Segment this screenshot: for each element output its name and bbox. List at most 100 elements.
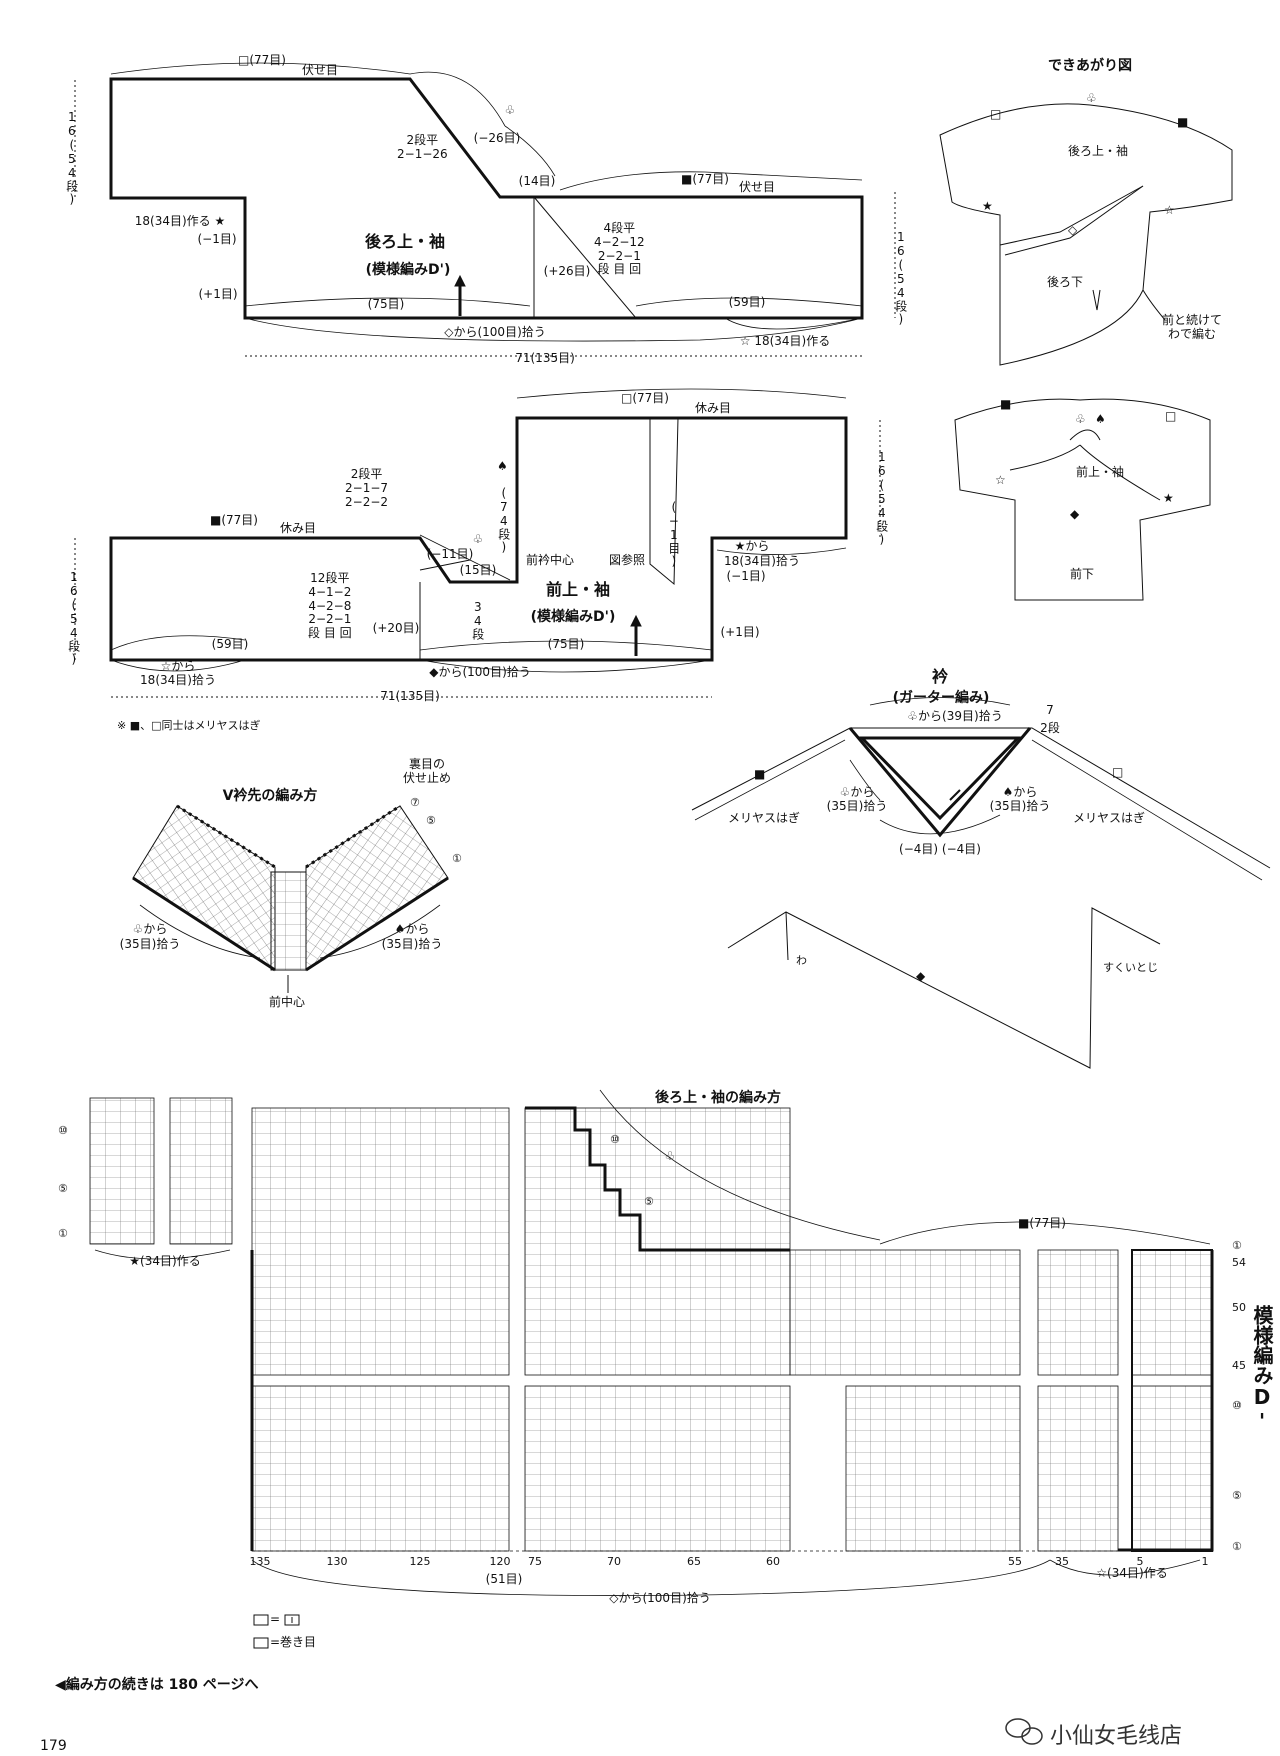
front-left-top-count: ■(77目) <box>210 513 258 527</box>
mark-filled-diamond-1: ◆ <box>1070 507 1080 521</box>
front-74-rows: (74段) <box>496 486 511 554</box>
mark-filled-square-1: ■ <box>1177 115 1189 129</box>
back-cast-off-count: □(77目) <box>238 53 286 67</box>
front-pattern: (模様編みD') <box>530 609 616 625</box>
chart-right-row-50: 50 <box>1232 1301 1246 1314</box>
back-right-top-label: 伏せ目 <box>738 180 776 194</box>
back-pattern: (模様編みD') <box>365 262 451 278</box>
mark-open-square-1: □ <box>990 107 1002 121</box>
front-75: (75目) <box>547 637 585 651</box>
back-cast-off-label: 伏せ目 <box>301 63 339 77</box>
chart-left-cast-on: ★(34目)作る <box>129 1254 201 1268</box>
front-right-dec1: (−1目) <box>726 569 766 583</box>
continue-note: ◀編み方の続きは 180 ページへ <box>55 1677 259 1693</box>
fold-sukui: すくいとじ <box>1103 961 1158 974</box>
front-see-diagram: 図参照 <box>609 553 646 567</box>
back-left-dec1: (−1目) <box>197 232 237 246</box>
v-neck-chart <box>132 804 449 993</box>
back-right-top-count: ■(77目) <box>681 172 729 186</box>
back-height-right: 16(54段) <box>893 230 908 326</box>
chart-step-row-5: ⑤ <box>644 1195 654 1208</box>
fold-wa: わ <box>796 954 807 967</box>
front-club-mark: ♧ <box>472 532 484 546</box>
front-open-star-from: ☆から <box>160 659 196 673</box>
col-125: 125 <box>409 1555 431 1568</box>
front-title: 前上・袖 <box>545 580 611 599</box>
front-15: (15目) <box>459 563 497 577</box>
collar-right-pickup: (35目)拾う <box>989 799 1051 813</box>
front-spade: ♠ <box>497 459 508 473</box>
finished-back-lower: 後ろ下 <box>1046 275 1084 289</box>
col-75: 75 <box>528 1555 542 1568</box>
chart-title: 後ろ上・袖の編み方 <box>655 1090 781 1106</box>
chart-left-row-10: ⑩ <box>58 1124 68 1137</box>
front-34-rows: 34段 <box>470 600 485 640</box>
legend-cast-on: =巻き目 <box>270 1635 317 1649</box>
col-130: 130 <box>326 1555 348 1568</box>
vneck-title: V衿先の編み方 <box>222 788 318 804</box>
collar-dec: (−4目) (−4目) <box>899 842 981 856</box>
vneck-row-5: ⑤ <box>426 814 436 827</box>
back-pickup: ◇から(100目)拾う <box>444 325 546 339</box>
front-59: (59目) <box>211 637 249 651</box>
front-filled-star-from: ★から <box>734 539 770 553</box>
knitting-chart <box>89 1089 1214 1596</box>
back-59: (59目) <box>728 295 766 309</box>
front-top-count: □(77目) <box>621 391 669 405</box>
collar-club-from: ♧から <box>839 785 875 799</box>
finished-back-upper: 後ろ上・袖 <box>1067 144 1129 158</box>
collar-club-pickup: ♧から(39目)拾う <box>907 709 1003 723</box>
mark-filled-star-1: ★ <box>982 199 993 213</box>
col-60: 60 <box>766 1555 780 1568</box>
watermark-text: 小仙女毛线店 <box>1050 1724 1183 1749</box>
chart-left-row-5: ⑤ <box>58 1182 68 1195</box>
front-dec-count: (−11目) <box>426 547 474 561</box>
vneck-right-pickup: (35目)拾う <box>381 937 443 951</box>
collar-rows: 2段 <box>1040 721 1060 735</box>
back-width: 71(135目) <box>515 351 575 365</box>
col-5: 5 <box>1136 1555 1144 1568</box>
chart-right-row-5: ⑤ <box>1232 1489 1242 1502</box>
col-135: 135 <box>249 1555 271 1568</box>
col-120: 120 <box>489 1555 511 1568</box>
chart-pickup: ◇から(100目)拾う <box>609 1591 711 1605</box>
fold-diagram <box>727 907 1161 1069</box>
collar-method: (ガーター編み) <box>892 690 990 706</box>
chart-right-cast-on: ☆(34目)作る <box>1096 1566 1168 1580</box>
back-title: 後ろ上・袖 <box>364 232 446 251</box>
mark-open-square-2: □ <box>1165 409 1177 423</box>
collar-title: 衿 <box>931 667 949 686</box>
mark-filled-diamond-2: ◆ <box>916 969 926 983</box>
chart-left-row-1: ① <box>58 1227 68 1240</box>
back-dec-rows: 2段平 2−1−26 <box>397 133 448 161</box>
front-right-pickup: 18(34目)拾う <box>724 554 800 568</box>
mark-open-star-2: ☆ <box>995 473 1006 487</box>
front-height-left: 16(54段) <box>66 570 81 666</box>
finished-diagram-front <box>954 398 1211 601</box>
collar-graft-left: メリヤスはぎ <box>728 811 801 825</box>
chart-51: (51目) <box>485 1572 523 1586</box>
mark-spade-1: ♠ <box>1095 412 1106 426</box>
back-75: (75目) <box>367 297 405 311</box>
mark-diamond-open-1: ◇ <box>1068 223 1078 237</box>
col-1: 1 <box>1201 1555 1209 1568</box>
mark-club-2: ♧ <box>1075 412 1086 426</box>
chart-step-row-10: ⑩ <box>610 1133 620 1146</box>
mark-filled-square-3: ■ <box>754 767 766 781</box>
wechat-icon <box>1005 1718 1043 1745</box>
back-inc-rows: 4段平 4−2−12 2−2−1 段 目 回 <box>594 221 645 277</box>
collar-graft-right: メリヤスはぎ <box>1073 811 1146 825</box>
back-14-stitches: (14目) <box>518 174 556 188</box>
back-left-cast-on: 18(34目)作る ★ <box>134 214 226 228</box>
chart-right-row-45: 45 <box>1232 1359 1246 1372</box>
front-inc-count: (+20目) <box>372 621 420 635</box>
collar-spade-from: ♠から <box>1002 785 1038 799</box>
mark-open-square-3: □ <box>1112 765 1124 779</box>
front-left-cast-on: 18(34目)拾う <box>140 673 216 687</box>
chart-right-row-1b: ① <box>1232 1540 1242 1553</box>
front-inc-rows: 12段平 4−1−2 4−2−8 2−2−1 段 目 回 <box>308 571 352 641</box>
front-left-top-label: 休み目 <box>279 521 317 535</box>
col-65: 65 <box>687 1555 701 1568</box>
